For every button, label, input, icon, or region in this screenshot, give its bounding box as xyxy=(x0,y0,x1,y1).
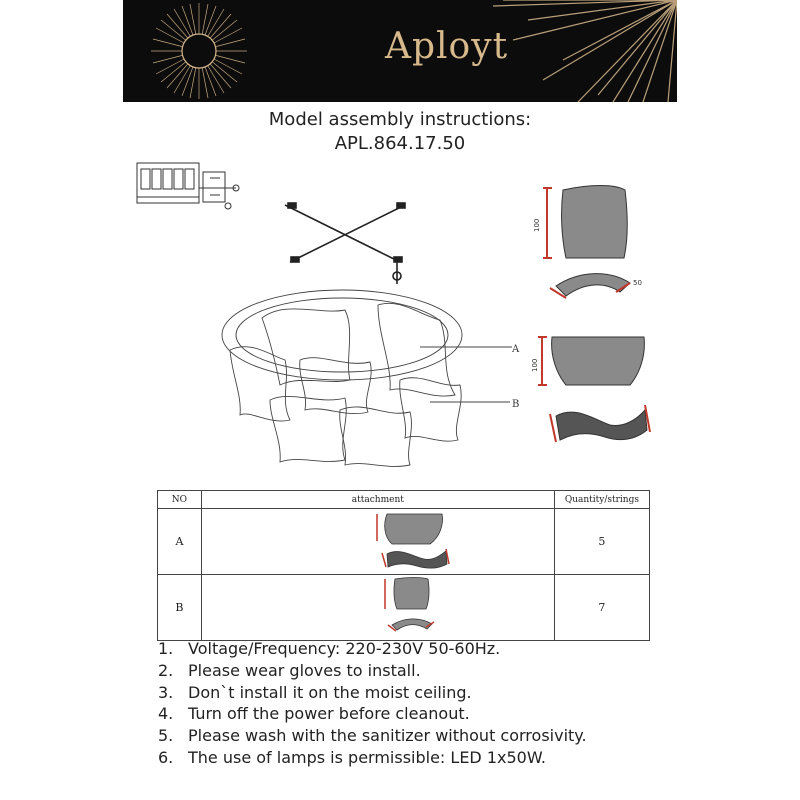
assembly-drawing: A B 100 50 100 xyxy=(136,162,651,467)
list-item: 1.Voltage/Frequency: 220-230V 50-60Hz. xyxy=(158,639,501,658)
shade-a-top-view: 50 xyxy=(549,273,642,299)
list-item: 3.Don`t install it on the moist ceiling. xyxy=(158,682,472,702)
row-b-no: B xyxy=(157,574,202,641)
list-item: 2.Please wear gloves to install. xyxy=(158,660,421,680)
row-a-qty: 5 xyxy=(553,508,651,575)
header-attachment: attachment xyxy=(200,490,555,509)
row-b-attachment xyxy=(200,574,555,641)
corner-rays xyxy=(492,0,677,102)
row-a-no: A xyxy=(157,508,202,575)
shade-b-top-view xyxy=(549,404,651,443)
shade-a-front-view: 100 xyxy=(533,185,628,259)
brand-name: Aployt xyxy=(385,26,509,67)
chandelier-illustration xyxy=(221,289,512,467)
callout-b-label: B xyxy=(512,399,519,410)
instruction-notes: 1.Voltage/Frequency: 220-230V 50-60Hz. 2… xyxy=(158,638,587,769)
row-a-attachment xyxy=(200,508,555,575)
dim-b-height: 100 xyxy=(531,359,539,372)
list-item: 4.Turn off the power before cleanout. xyxy=(158,704,470,724)
row-b-qty: 7 xyxy=(553,574,651,641)
mounting-bracket-icon xyxy=(284,202,406,284)
header-quantity: Quantity/strings xyxy=(553,490,651,509)
table-header-row: NO attachment Quantity/strings xyxy=(157,490,651,509)
list-item: 6.The use of lamps is permissible: LED 1… xyxy=(158,747,546,767)
parts-table: NO attachment Quantity/strings A 5 B xyxy=(157,490,651,641)
brand-banner: Aployt xyxy=(123,0,677,102)
terminal-block-icon xyxy=(136,162,240,210)
page-title: Model assembly instructions: xyxy=(268,109,532,130)
list-item: 5.Please wash with the sanitizer without… xyxy=(158,726,587,746)
shade-a-thumbnail-icon xyxy=(376,513,450,569)
model-number: APL.864.17.50 xyxy=(334,133,466,154)
header-no: NO xyxy=(157,490,202,509)
table-row: A 5 xyxy=(157,508,651,575)
shade-b-thumbnail-icon xyxy=(384,577,435,632)
callout-a-label: A xyxy=(511,344,520,355)
dim-a-height: 100 xyxy=(533,219,541,232)
dim-a-width: 50 xyxy=(633,279,642,287)
sunburst-logo-icon xyxy=(151,0,677,102)
shade-b-front-view: 100 xyxy=(531,336,645,386)
table-row: B 7 xyxy=(157,574,651,641)
